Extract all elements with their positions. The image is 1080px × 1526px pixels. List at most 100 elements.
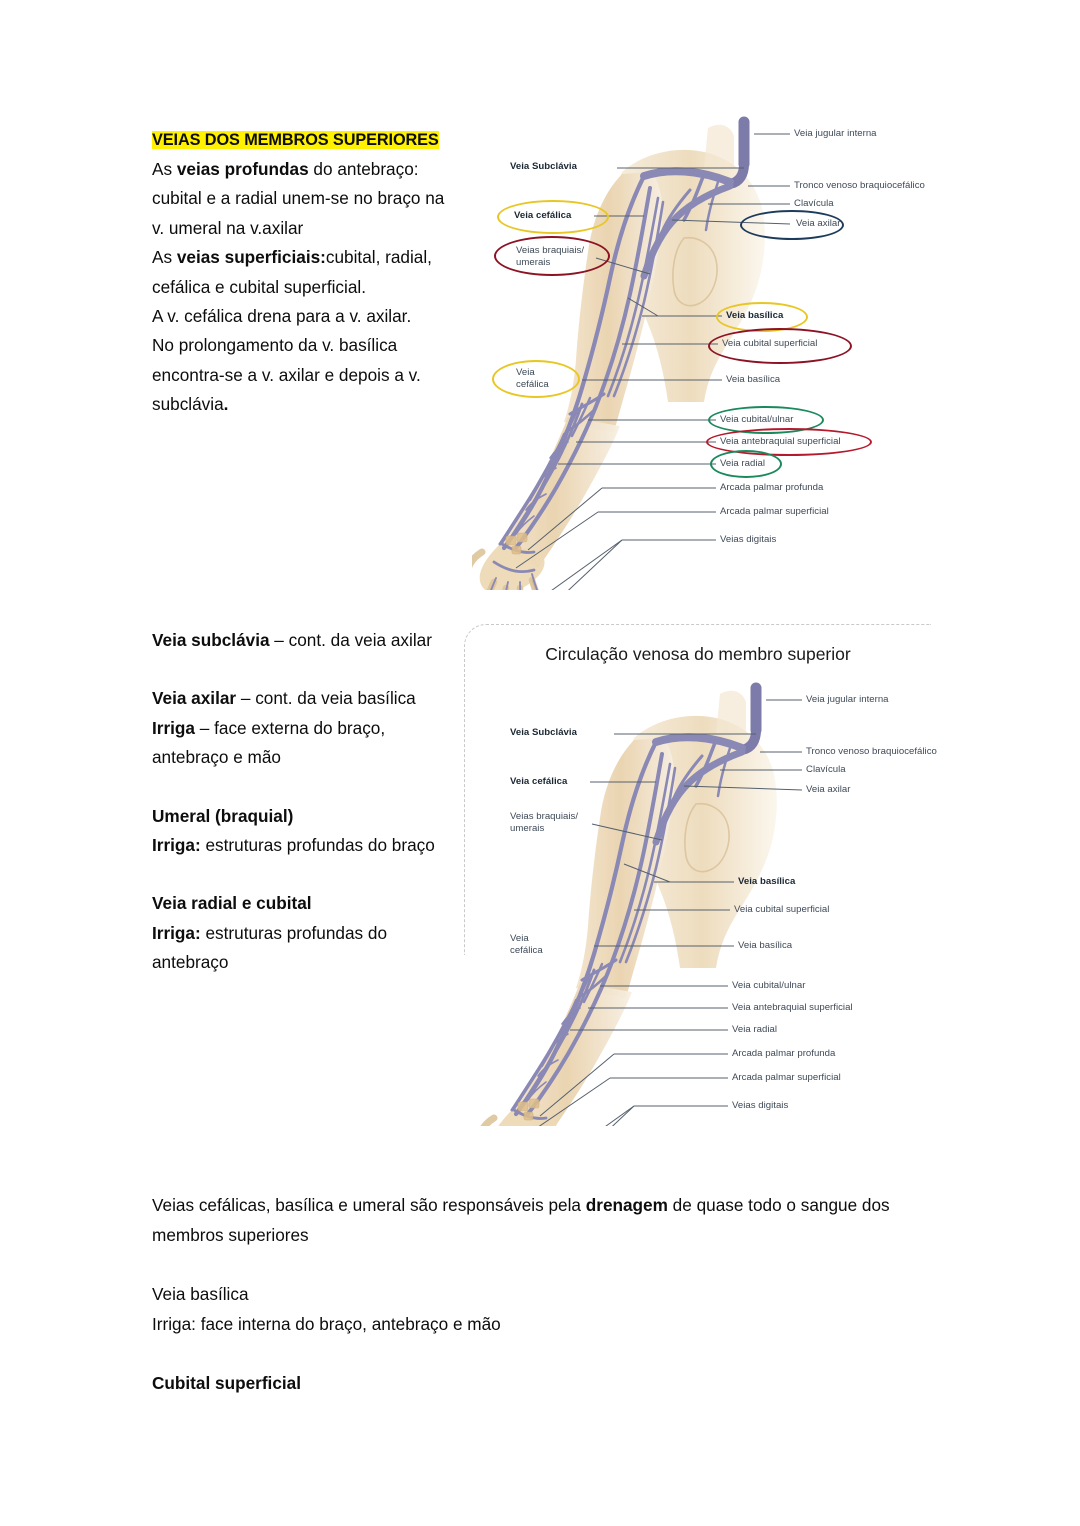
label-clavicula: Clavícula — [794, 198, 834, 209]
spacer — [152, 773, 452, 802]
text-bold-veias-superficiais: veias superficiais: — [176, 247, 326, 268]
text-run: do antebraço: cubital e a radial unem-se… — [152, 159, 445, 238]
label-veias-digitais-2: Veias digitais — [732, 1100, 789, 1111]
leader-braquiais — [595, 257, 651, 275]
text-run: de quase todo o sangue dos membros super… — [152, 1195, 890, 1245]
label-veia-basilica: Veia basílica — [726, 374, 781, 385]
label-veia-cubital-ulnar-2: Veia cubital/ulnar — [732, 980, 806, 991]
leader-arcada-profunda-seg-2 — [539, 1053, 615, 1117]
text-block-intro: VEIAS DOS MEMBROS SUPERIORES As veias pr… — [152, 126, 452, 420]
leader-axilar — [671, 219, 791, 225]
text-run: – face externa do braço, antebraço e mão — [152, 717, 386, 768]
page-title: VEIAS DOS MEMBROS SUPERIORES — [152, 131, 439, 149]
leader-lines-group — [515, 133, 791, 590]
label-veia-basilica-2: Veia basílica — [738, 940, 793, 951]
text-bold-irriga: Irriga — [152, 717, 195, 738]
label-veia-axilar: Veia axilar — [796, 218, 841, 229]
label-veias-digitais: Veias digitais — [720, 534, 777, 545]
text-bold-umeral: Umeral (braquial) — [152, 805, 294, 826]
paragraph-veia-subclavia: Veia subclávia – cont. da veia axilar — [152, 626, 452, 655]
leader-digitais-2a — [605, 1105, 635, 1126]
leader-arcada-superficial-seg — [515, 511, 599, 569]
text-bold-veia-subclavia: Veia subclávia — [152, 630, 270, 650]
label-veia-cefalica-superior: Veia cefálica — [514, 210, 572, 221]
leader-digitais-2b — [611, 1105, 635, 1126]
label-veia-basilica-bold: Veia basílica — [726, 310, 784, 321]
text-bold-veias-profundas: veias profundas — [176, 159, 309, 179]
text-run: – cont. da veia axilar — [269, 630, 432, 650]
paragraph-radial-cubital-title: Veia radial e cubital — [152, 889, 452, 918]
label-veia-jugular-interna-2: Veia jugular interna — [806, 694, 889, 705]
paragraph-veias-profundas: As veias profundas do antebraço: cubital… — [152, 155, 452, 243]
spacer — [152, 1250, 927, 1279]
text-run: estruturas profundas do antebraço — [152, 922, 388, 973]
label-tronco-braquiocefalico-2: Tronco venoso braquiocefálico — [806, 746, 937, 757]
text-bold-cubital-superficial: Cubital superficial — [152, 1373, 301, 1393]
leader-digitais-1 — [551, 539, 623, 590]
label-arcada-palmar-profunda: Arcada palmar profunda — [720, 482, 824, 493]
paragraph-radial-irriga: Irriga: estruturas profundas do antebraç… — [152, 919, 452, 978]
paragraph-basilica-irriga: Irriga: face interna do braço, antebraço… — [152, 1314, 501, 1334]
page-title-line: VEIAS DOS MEMBROS SUPERIORES — [152, 126, 452, 153]
paragraph-umeral-irriga: Irriga: estruturas profundas do braço — [152, 831, 452, 860]
leader-axilar-2 — [683, 785, 803, 791]
label-tronco-braquiocefalico: Tronco venoso braquiocefálico — [794, 180, 925, 191]
leader-braquiais-2b — [623, 863, 671, 883]
paragraph-cubital-superficial: Cubital superficial — [152, 1368, 927, 1398]
spacer — [152, 1339, 927, 1368]
text-block-veias-detail: Veia subclávia – cont. da veia axilar Ve… — [152, 626, 452, 978]
paragraph-veias-superficiais: As veias superficiais:cubital, radial, c… — [152, 243, 452, 302]
label-veia-basilica-bold-2: Veia basílica — [738, 876, 796, 887]
leader-braquiais-2 — [627, 297, 659, 317]
leader-braquiais-2a — [591, 823, 663, 841]
leader-lines-group-2 — [538, 699, 803, 1126]
paragraph-cefalica-drena: A v. cefálica drena para a v. axilar. — [152, 306, 412, 327]
spacer — [152, 860, 452, 889]
label-veia-subclavia: Veia Subclávia — [510, 161, 577, 172]
label-veia-cefalica-inferior-2: Veia cefálica — [510, 933, 543, 956]
text-run: cubital, radial, cefálica e cubital supe… — [152, 247, 432, 297]
text-run: Veias cefálicas, basílica e umeral são r… — [152, 1195, 586, 1215]
label-clavicula-2: Clavícula — [806, 764, 846, 775]
paragraph-axilar-irriga: Irriga – face externa do braço, antebraç… — [152, 714, 452, 773]
text-run: – cont. da veia basílica — [236, 688, 416, 709]
label-veia-antebraquial-superficial: Veia antebraquial superficial — [720, 436, 841, 447]
label-veia-cefalica-inferior: Veia cefálica — [516, 367, 549, 390]
label-veia-antebraquial-superficial-2: Veia antebraquial superficial — [732, 1002, 853, 1013]
label-arcada-palmar-profunda-2: Arcada palmar profunda — [732, 1048, 836, 1059]
text-bold-period: . — [223, 394, 229, 415]
text-run: As — [152, 159, 177, 179]
label-veia-cubital-superficial-2: Veia cubital superficial — [734, 904, 830, 915]
text-bold-veia-axilar: Veia axilar — [152, 688, 237, 709]
text-run: estruturas profundas do braço — [200, 835, 435, 856]
label-veia-cubital-ulnar: Veia cubital/ulnar — [720, 414, 794, 425]
text-bold-radial-cubital: Veia radial e cubital — [152, 893, 312, 914]
spacer — [152, 655, 452, 684]
paragraph-veia-basilica-title: Veia basílica — [152, 1284, 249, 1304]
label-veias-braquiais-umerais-2: Veias braquiais/ umerais — [510, 811, 579, 834]
text-bold-irriga: Irriga: — [152, 922, 201, 943]
text-bold-drenagem: drenagem — [585, 1195, 668, 1215]
leader-arcada-superficial-seg-2 — [538, 1077, 611, 1126]
label-veia-radial-2: Veia radial — [732, 1024, 778, 1035]
leader-digitais-2 — [568, 539, 623, 590]
label-arcada-palmar-superficial-2: Arcada palmar superficial — [732, 1072, 841, 1083]
text-run: No prolongamento da v. basílica encontra… — [152, 335, 421, 415]
paragraph-drenagem: Veias cefálicas, basílica e umeral são r… — [152, 1190, 927, 1250]
label-veia-cefalica-superior-2: Veia cefálica — [510, 776, 568, 787]
paragraph-umeral-title: Umeral (braquial) — [152, 802, 452, 831]
text-bold-irriga: Irriga: — [152, 835, 201, 856]
paragraph-prolongamento: No prolongamento da v. basílica encontra… — [152, 331, 452, 419]
leader-arcada-profunda-seg — [527, 487, 603, 551]
arm-anatomy-illustration-2 — [480, 682, 777, 1126]
figure-title: Circulação venosa do membro superior — [545, 644, 851, 664]
label-veia-cubital-superficial: Veia cubital superficial — [722, 338, 818, 349]
label-veia-subclavia-2: Veia Subclávia — [510, 727, 577, 738]
label-veia-axilar-2: Veia axilar — [806, 784, 851, 795]
label-veias-braquiais-umerais: Veias braquiais/ umerais — [516, 245, 585, 268]
arm-anatomy-illustration — [472, 116, 765, 590]
label-arcada-palmar-superficial: Arcada palmar superficial — [720, 506, 829, 517]
figure-venous-circulation-annotated: Veia Subclávia Veia jugular interna Tron… — [472, 112, 934, 590]
paragraph-veia-axilar: Veia axilar – cont. da veia basílica — [152, 684, 452, 713]
